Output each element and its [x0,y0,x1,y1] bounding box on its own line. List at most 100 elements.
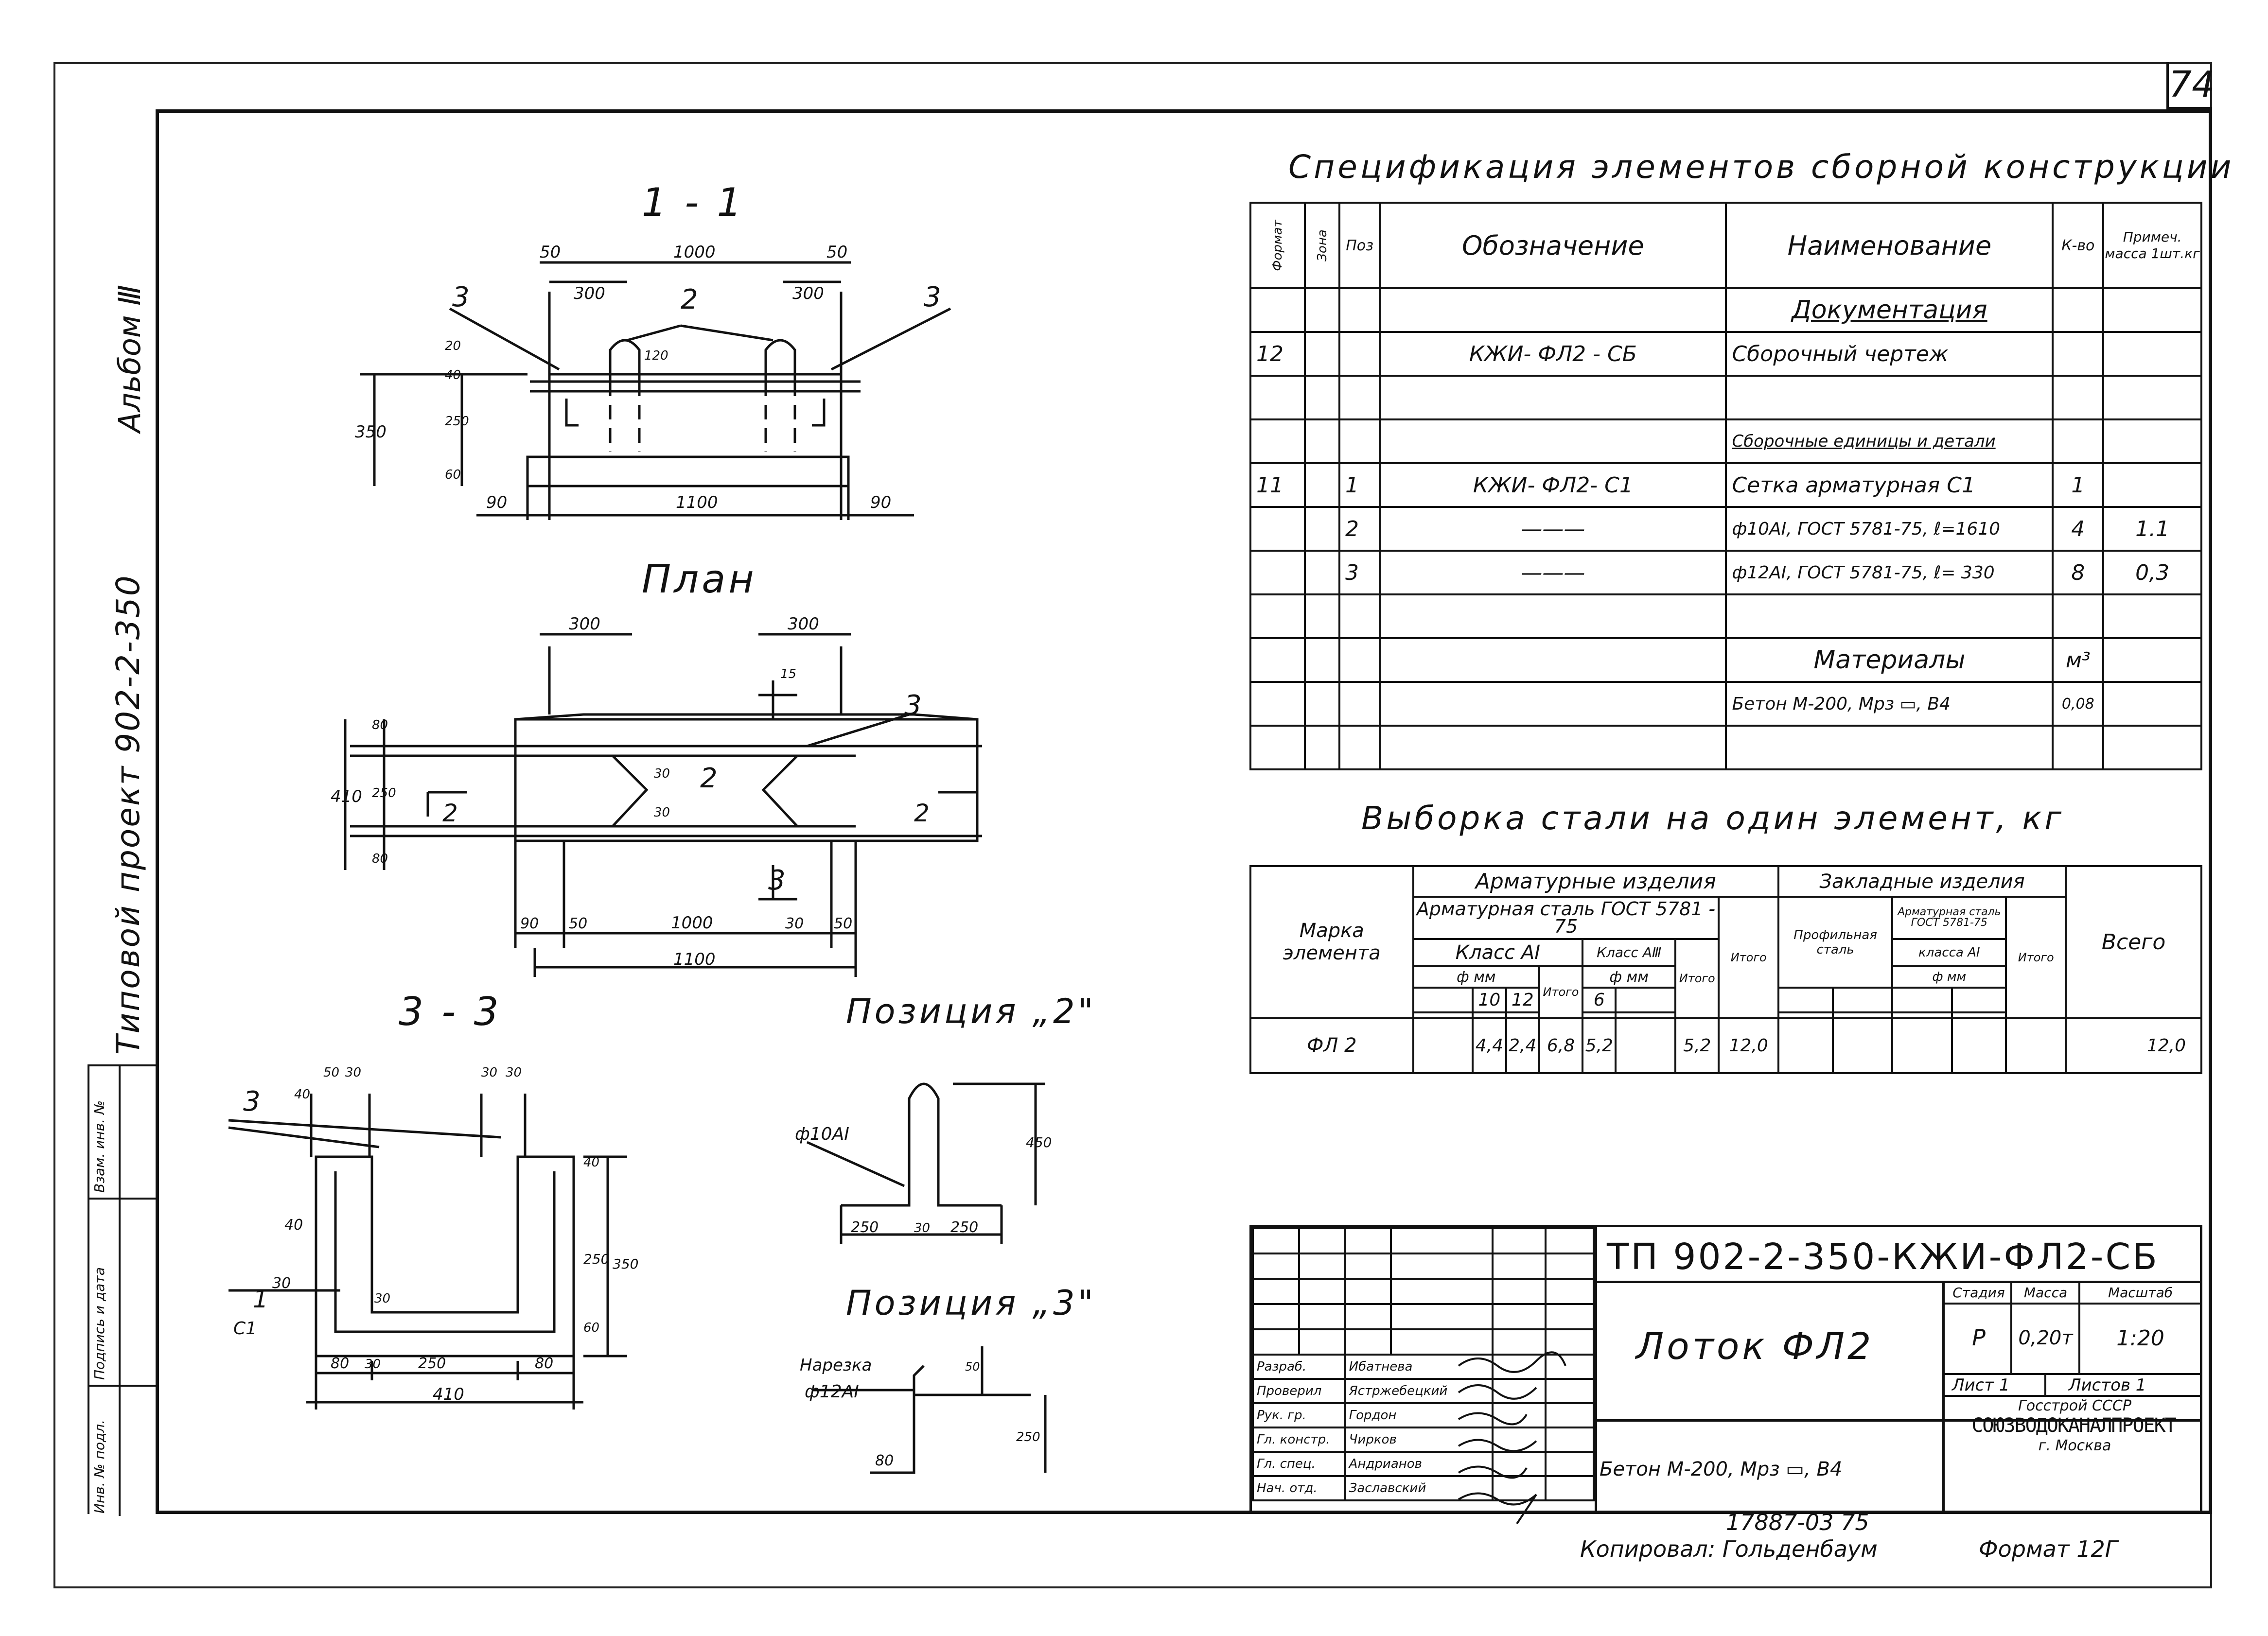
spec-cell-note [2102,375,2202,420]
tb-person-sign [1492,1451,1547,1477]
tb-person-name: Ибатнева [1344,1354,1494,1380]
tb-name: Лоток ФЛ2 [1636,1324,1874,1368]
plan-d-30b: 30 [654,805,670,820]
p2-b-250a: 250 [851,1219,879,1236]
tb-person-name: Ястржебецкий [1344,1378,1494,1404]
spec-title: Спецификация элементов сборной конструкц… [1288,148,2234,186]
spec-row [1249,375,2202,420]
s1-h-60: 60 [445,468,461,482]
tb-person-row: Нач. отд.Заславский [1252,1475,1595,1501]
spec-cell-qty [2052,375,2105,420]
tb-sheet: Лист 1 [1952,1375,2010,1395]
steel-h-rebar2: Арматурная сталь ГОСТ 5781-75 [1891,896,2007,940]
spec-cell-format [1249,287,1306,333]
plan-b-50b: 50 [834,915,852,932]
spec-cell-format [1249,418,1306,464]
plan-b-1100: 1100 [673,950,716,969]
steel-data-row: ФЛ 2 4,4 2,4 6,8 5,2 5,2 12,0 12,0 [1249,1017,2202,1075]
spec-cell-note [2102,287,2202,333]
spec-cell-note [2102,418,2202,464]
s1-dim-300b: 300 [792,284,824,303]
spec-cell-qty [2052,418,2105,464]
spec-cell-pos [1338,331,1381,377]
spec-cell-zone [1303,725,1341,770]
footer-inv: 17887-03 75 [1726,1509,1869,1535]
steel-h-phi: ф мм [1412,965,1540,989]
s1-h-20: 20 [445,339,461,353]
heading-plan: План [642,557,757,602]
s1-h-350: 350 [355,422,387,442]
s3-b-80b: 80 [535,1355,553,1372]
spec-cell-format [1249,725,1306,770]
steel-table: Марка элемента Арматурные изделия Заклад… [1249,865,2202,1075]
spec-cell-name: Сборочные единицы и детали [1725,418,2054,464]
position-3-drawing [812,1346,1047,1474]
spec-cell-format [1249,593,1306,639]
section-3-3-drawing [228,1094,627,1410]
spec-cell-note [2102,462,2202,508]
s3-t-30b: 30 [481,1065,497,1080]
steel-h-classA1b: класса АⅠ [1891,938,2007,968]
s1-h-250: 250 [445,414,469,429]
spec-cell-zone [1303,331,1341,377]
spec-cell-format [1249,550,1306,595]
spec-cell-designation: ——— [1379,550,1727,595]
s1-b-90b: 90 [870,493,891,512]
plan-b-50: 50 [569,915,587,932]
s3-b-250: 250 [418,1355,446,1372]
spec-cell-zone [1303,375,1341,420]
spec-cell-name: ф10АⅠ, ГОСТ 5781-75, ℓ=1610 [1725,506,2054,552]
tb-person-name: Чирков [1344,1427,1494,1453]
plan-drawing [344,633,982,977]
s3-b-410: 410 [433,1385,464,1404]
s1-dim-50a: 50 [540,243,561,262]
spec-cell-pos [1338,418,1381,464]
steel-h-phi3: ф мм [1891,965,2007,989]
p3-thread: Нарезка [800,1356,872,1375]
plan-cut-2a: 2 [442,799,458,827]
p2-h-450: 450 [1026,1134,1052,1150]
spec-cell-qty: 4 [2052,506,2105,552]
tb-stage: Р [1972,1324,1986,1351]
section-1-1-drawing [360,261,951,520]
spec-h-format: Формат [1270,220,1285,271]
s1-b-90a: 90 [486,493,507,512]
spec-cell-designation [1379,418,1727,464]
spec-cell-name: Документация [1725,287,2054,333]
steel-h-phi2: ф мм [1582,965,1677,989]
steel-h-total: Итого [1538,965,1584,1019]
spec-h-designation: Обозначение [1379,202,1727,289]
plan-dim-300a: 300 [569,614,600,634]
inner-frame [156,109,2212,1514]
steel-h-profile: Профильная сталь [1777,896,1894,989]
spec-cell-pos [1338,725,1381,770]
plan-h-250: 250 [372,786,396,801]
s1-b-1100: 1100 [676,493,718,512]
s3-h-350: 350 [613,1256,638,1272]
left-stamp: Инв. № подл. Подпись и дата Взам. инв. № [88,1064,158,1516]
p2-bar: ф10АⅠ [795,1124,849,1144]
s3-l-30: 30 [272,1275,291,1292]
steel-h-classA3: Класс АⅢ [1582,938,1677,968]
plan-cut-2b: 2 [914,799,930,827]
steel-mark: ФЛ 2 [1249,1017,1414,1075]
tb-person-name: Заславский [1344,1475,1494,1501]
spec-cell-zone [1303,550,1341,595]
spec-cell-note: 0,3 [2102,550,2202,595]
tb-mass-h: Масса [2023,1285,2068,1301]
spec-header-row: Формат Зона Поз Обозначение Наименование… [1249,202,2202,289]
heading-position-3: Позиция „3" [846,1283,1096,1323]
spec-cell-pos: 1 [1338,462,1381,508]
steel-h-embedded: Закладные изделия [1777,865,2067,898]
spec-row [1249,593,2202,639]
spec-h-qty: К-во [2052,202,2105,289]
spec-cell-name: Сетка арматурная С1 [1725,462,2054,508]
steel-h-6: 6 [1582,987,1617,1014]
plan-h-80b: 80 [372,852,388,866]
tb-person-role: Проверил [1252,1378,1346,1404]
position-2-drawing [806,1082,1045,1244]
s3-mark-3: 3 [243,1086,261,1117]
